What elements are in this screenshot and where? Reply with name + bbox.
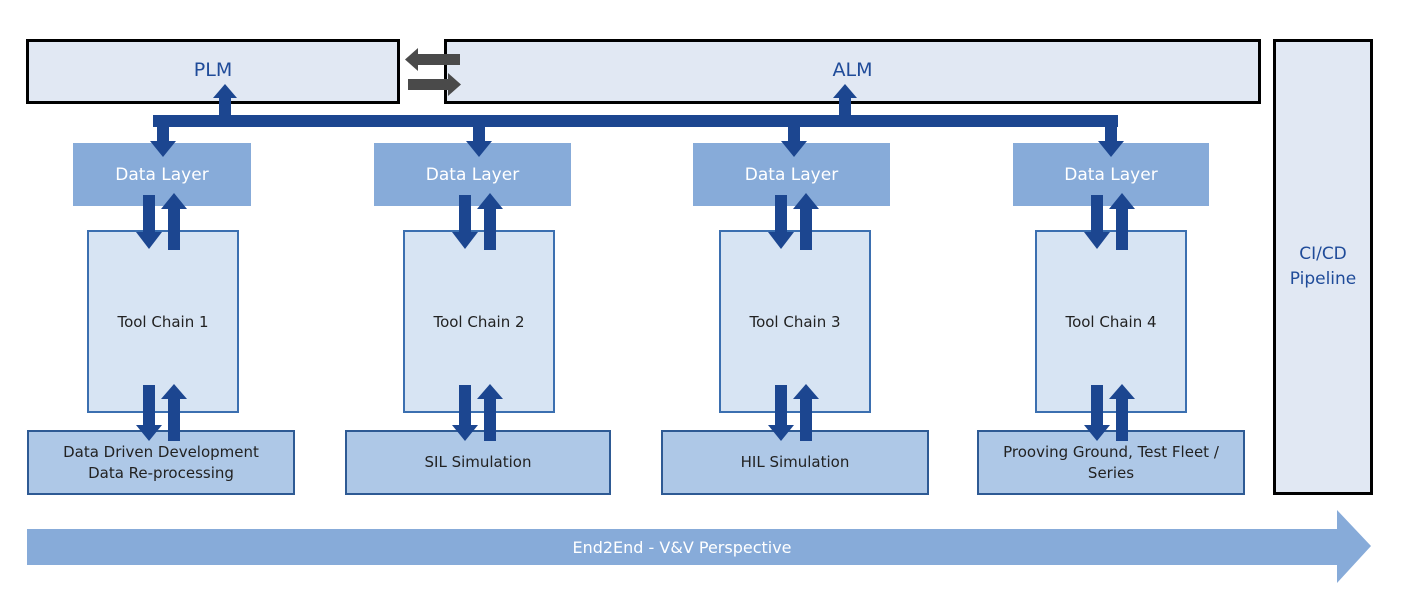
plm-label: PLM	[193, 58, 233, 81]
tc-env-arrows-3	[768, 384, 819, 441]
arrow-up-icon	[161, 384, 187, 399]
arrow-down-icon	[136, 425, 162, 441]
tc-env-arrows-1	[136, 384, 187, 441]
end2end-perspective-label: End2End - V&V Perspective	[27, 529, 1337, 565]
arrow-down-icon	[768, 232, 794, 249]
cicd-label-line2: Pipeline	[1289, 269, 1357, 289]
environment-label: HIL Simulation	[740, 453, 850, 471]
bus-drop-3	[781, 121, 807, 157]
arrow-right-icon	[448, 73, 461, 96]
tool-chain-label: Tool Chain 4	[1065, 312, 1157, 331]
plm-box: PLM	[26, 39, 400, 104]
data-layer-2: Data Layer	[374, 143, 571, 206]
bus-to-alm-shaft	[839, 97, 851, 119]
alm-label: ALM	[832, 58, 873, 81]
tool-chain-label: Tool Chain 1	[117, 312, 209, 331]
data-layer-label: Data Layer	[1064, 164, 1158, 185]
data-layer-label: Data Layer	[115, 164, 209, 185]
arrow-up-icon	[793, 193, 819, 209]
bus-drop-4	[1098, 121, 1124, 157]
tool-chain-3: Tool Chain 3	[719, 230, 871, 413]
arrow-up-icon	[1109, 384, 1135, 399]
dl-tc-arrows-3	[768, 193, 819, 250]
bus-drop-1	[150, 121, 176, 157]
arrow-up-icon	[793, 384, 819, 399]
bus-to-plm-shaft	[219, 97, 231, 119]
tool-chain-2: Tool Chain 2	[403, 230, 555, 413]
dl-tc-arrows-1	[136, 193, 187, 250]
data-bus-line	[153, 115, 1118, 127]
arrow-up-icon	[161, 193, 187, 209]
environment-label-line1: Prooving Ground, Test Fleet /	[1003, 442, 1219, 461]
environment-sil-simulation: SIL Simulation	[345, 430, 611, 495]
dl-tc-arrows-4	[1084, 193, 1135, 250]
arrow-down-icon	[452, 232, 478, 249]
bus-drop-2	[466, 121, 492, 157]
arrow-up-icon	[477, 384, 503, 399]
cicd-pipeline-box: CI/CD Pipeline	[1273, 39, 1373, 495]
cicd-label-line1: CI/CD	[1299, 244, 1347, 264]
environment-prooving-ground: Prooving Ground, Test Fleet / Series	[977, 430, 1245, 495]
arrow-up-to-plm-icon	[213, 84, 237, 98]
tc-env-arrows-4	[1084, 384, 1135, 441]
arrow-down-icon	[466, 141, 492, 157]
end2end-perspective-text: End2End - V&V Perspective	[572, 537, 792, 557]
data-layer-label: Data Layer	[425, 164, 520, 185]
arrow-up-icon	[1109, 193, 1135, 209]
arrow-down-icon	[1084, 425, 1110, 441]
data-layer-label: Data Layer	[744, 164, 839, 185]
data-layer-3: Data Layer	[693, 143, 890, 206]
arrow-down-icon	[452, 425, 478, 441]
environment-label-line2: Data Re-processing	[88, 463, 234, 482]
environment-hil-simulation: HIL Simulation	[661, 430, 929, 495]
tool-chain-1: Tool Chain 1	[87, 230, 239, 413]
arrow-down-icon	[136, 232, 162, 249]
dl-tc-arrows-2	[452, 193, 503, 250]
arrow-down-icon	[1084, 232, 1110, 249]
tool-chain-label: Tool Chain 3	[749, 312, 841, 331]
environment-label-line1: Data Driven Development	[63, 442, 259, 461]
end2end-perspective-arrow	[27, 510, 1371, 583]
arrow-left-icon	[405, 48, 418, 71]
tool-chain-label: Tool Chain 2	[433, 312, 525, 331]
plm-alm-exchange-arrows	[405, 48, 461, 96]
tc-env-arrows-2	[452, 384, 503, 441]
environment-data-driven-development: Data Driven Development Data Re-processi…	[27, 430, 295, 495]
environment-label: SIL Simulation	[424, 453, 532, 471]
tool-chain-4: Tool Chain 4	[1035, 230, 1187, 413]
arrow-down-icon	[768, 425, 794, 441]
environment-label-line2: Series	[1087, 463, 1135, 482]
arrow-down-icon	[1098, 141, 1124, 157]
arrow-up-icon	[477, 193, 503, 209]
arrow-up-to-alm-icon	[833, 84, 857, 98]
arrow-down-icon	[781, 141, 807, 157]
arrow-down-icon	[150, 141, 176, 157]
